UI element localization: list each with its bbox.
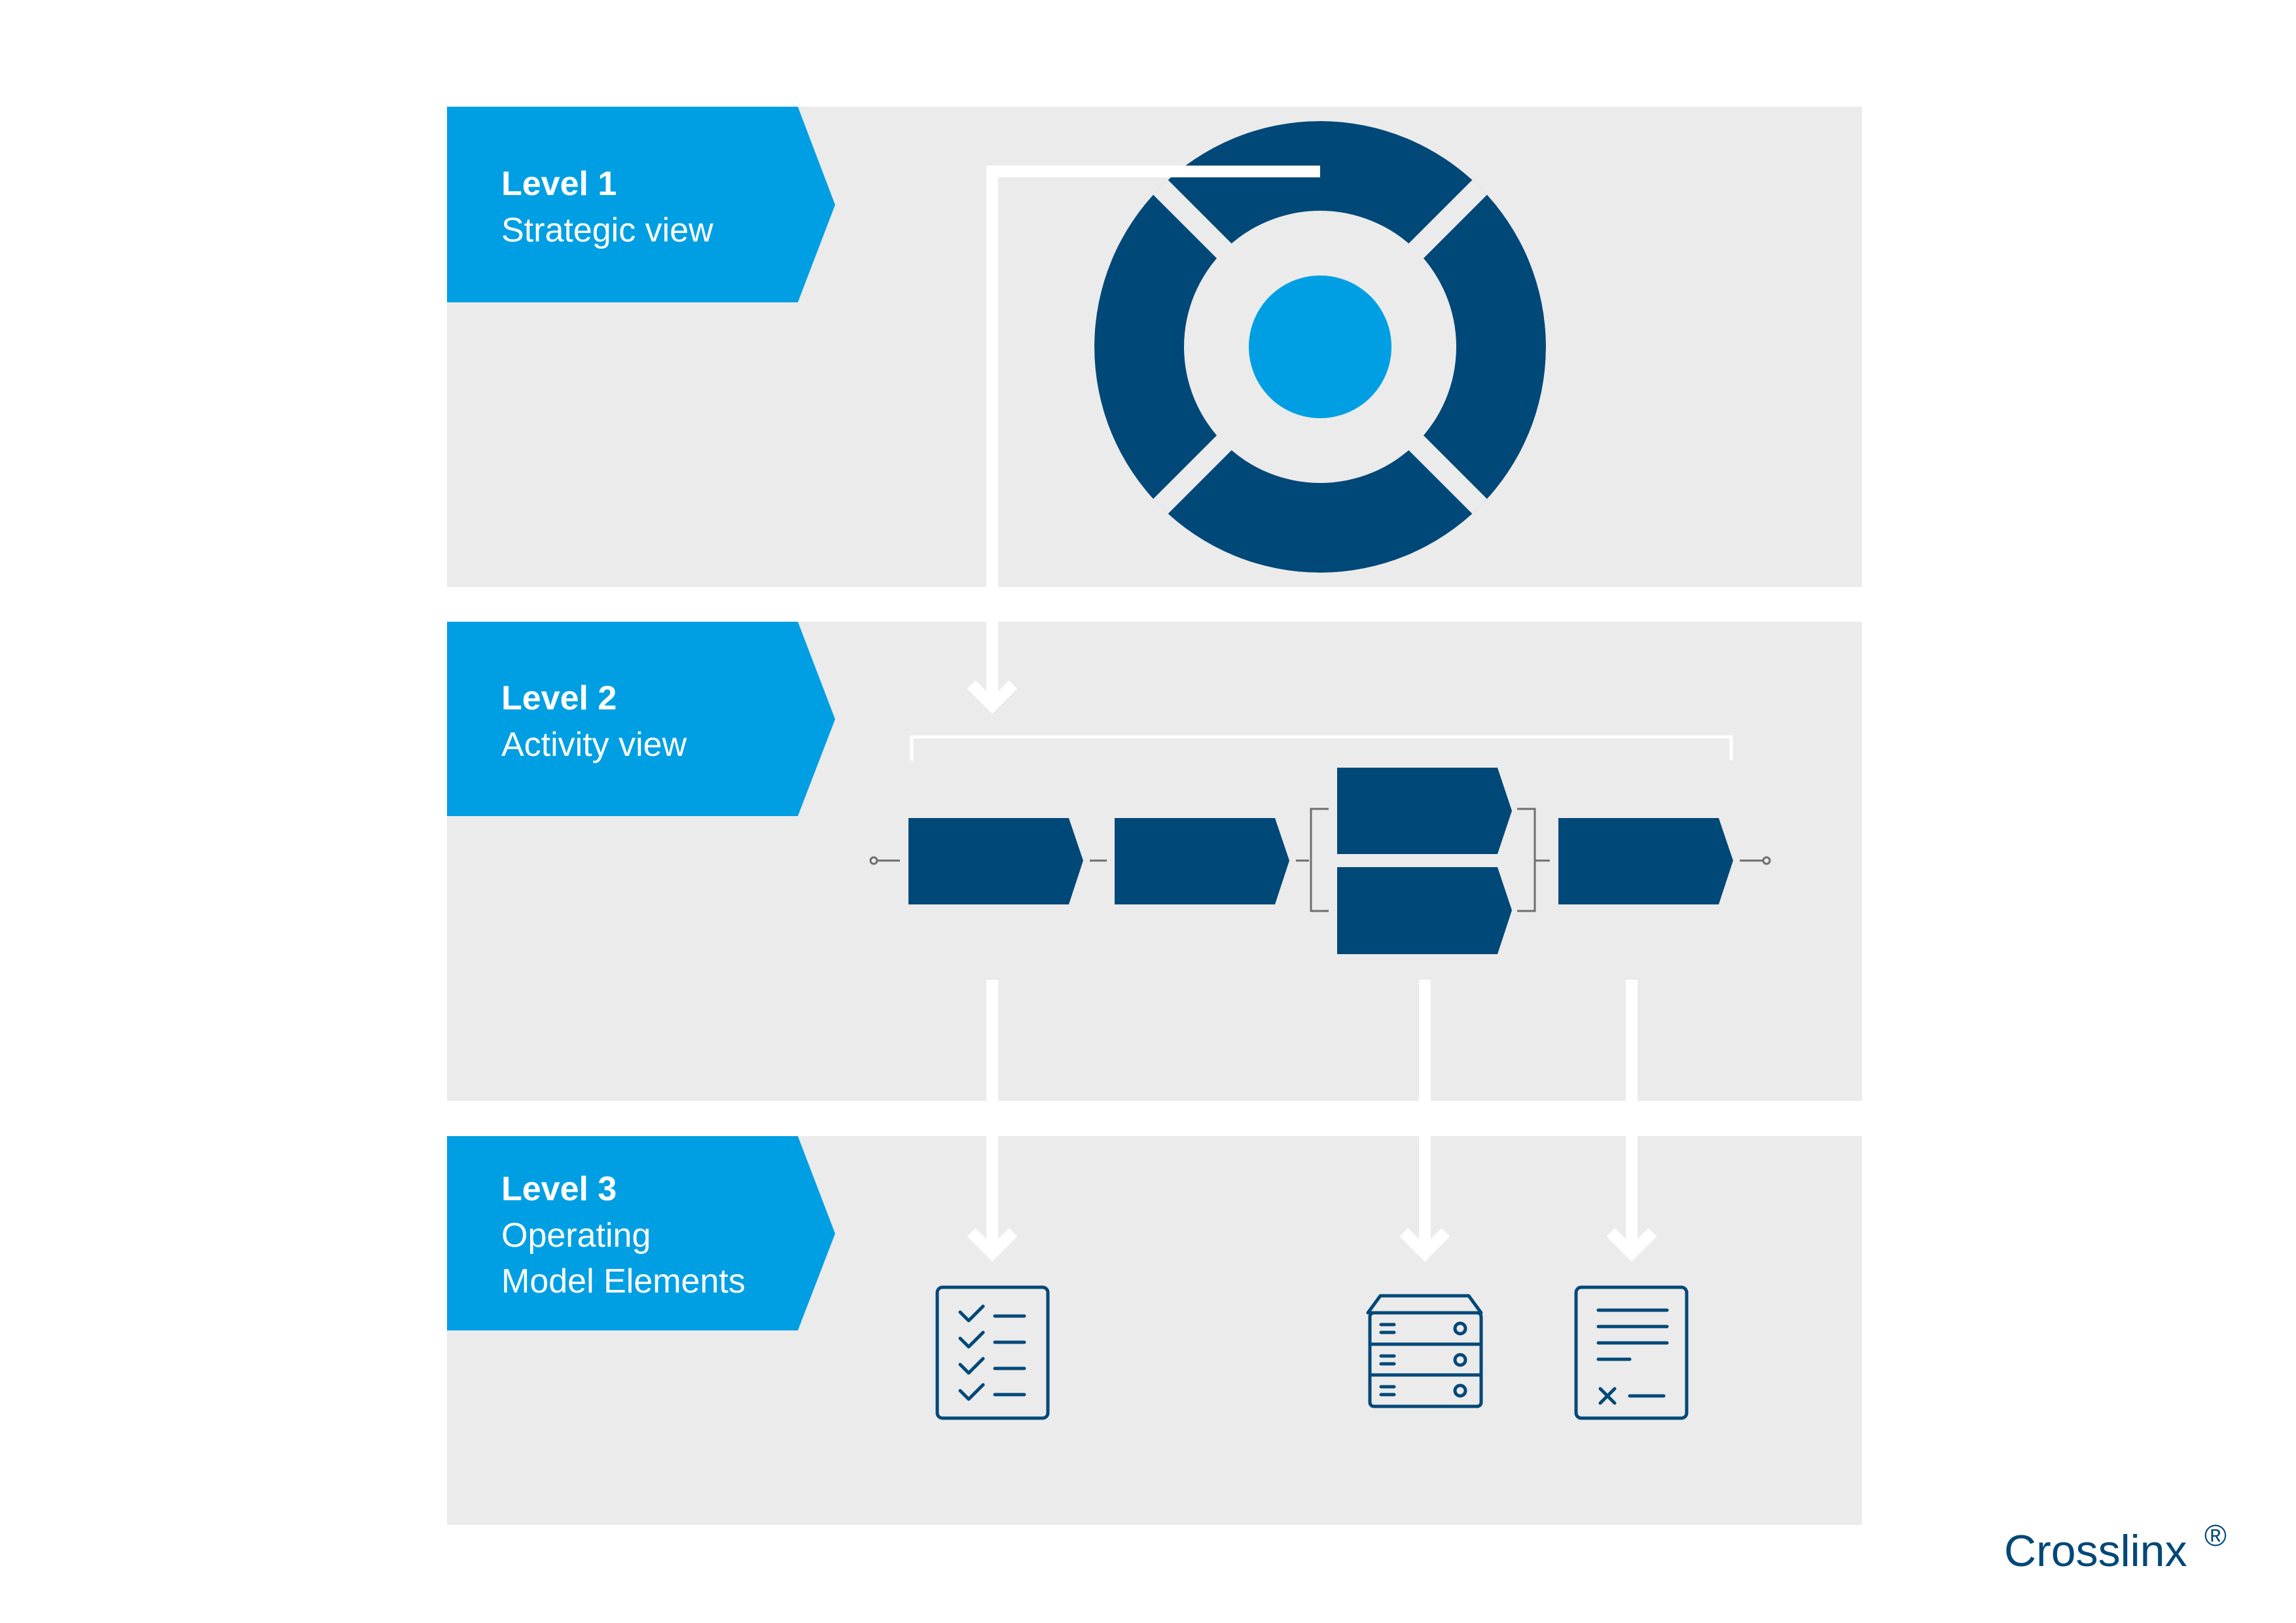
brand-logo: Crosslinx ® bbox=[2004, 1518, 2227, 1576]
svg-text:Level 3 Operating: Level 3 Operating Model Elements bbox=[501, 1170, 745, 1300]
svg-text:Level 1 Strategic view: Level 1 Strategic view bbox=[501, 165, 713, 249]
level-3-subtitle-line-2: Model Elements bbox=[501, 1262, 745, 1300]
level-1-title: Level 1 bbox=[501, 165, 617, 203]
connector-level1-to-level2 bbox=[967, 166, 1320, 714]
process-step-1 bbox=[908, 818, 1083, 904]
wheel-center-dot bbox=[1249, 276, 1391, 418]
process-step-2 bbox=[1115, 818, 1289, 904]
process-step-3b bbox=[1337, 867, 1512, 954]
level-3-subtitle-line-1: Operating bbox=[501, 1217, 651, 1255]
checklist-document-icon bbox=[935, 1285, 1050, 1420]
level-1-tag: Level 1 Strategic view bbox=[447, 107, 835, 302]
process-step-4 bbox=[1558, 818, 1733, 904]
connectors-level2-to-level3 bbox=[967, 980, 1657, 1262]
process-end-node bbox=[1740, 856, 1771, 865]
level-3-tag: Level 3 Operating Model Elements bbox=[447, 1136, 835, 1330]
level-2-subtitle: Activity view bbox=[501, 726, 687, 764]
connector-to-checklist bbox=[967, 980, 1018, 1262]
process-start-node bbox=[869, 856, 900, 865]
process-chain bbox=[869, 768, 1771, 954]
parallel-branch-open-bracket bbox=[1310, 808, 1329, 912]
level-1-subtitle: Strategic view bbox=[501, 211, 713, 249]
form-document-icon bbox=[1574, 1285, 1689, 1420]
level-3-title: Level 3 bbox=[501, 1170, 617, 1208]
server-stack-icon bbox=[1366, 1294, 1483, 1408]
process-group-bracket bbox=[910, 735, 1733, 760]
level-2-title: Level 2 bbox=[501, 679, 617, 717]
parallel-branch-close-bracket bbox=[1517, 808, 1550, 912]
brand-registered-mark: ® bbox=[2204, 1518, 2227, 1552]
connector-to-form bbox=[1606, 980, 1657, 1262]
svg-text:Level 2 Activity view: Level 2 Activity view bbox=[501, 679, 687, 764]
brand-name: Crosslinx bbox=[2004, 1526, 2187, 1576]
process-step-3a bbox=[1337, 768, 1512, 854]
connector-to-server bbox=[1399, 980, 1450, 1262]
level-2-tag: Level 2 Activity view bbox=[447, 622, 835, 816]
